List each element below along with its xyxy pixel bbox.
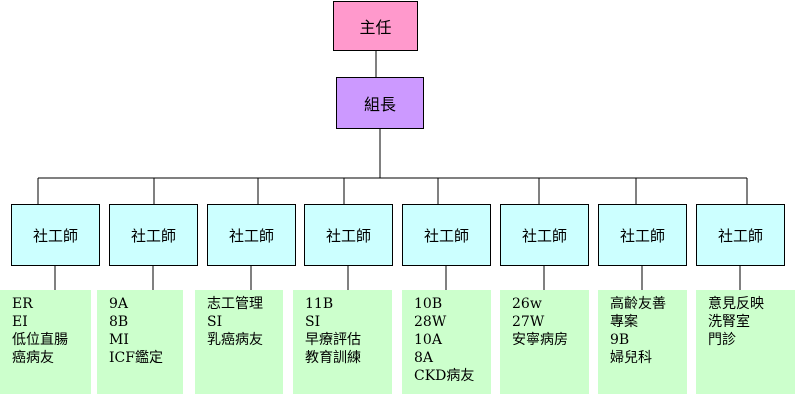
duty-box-4: 11B SI 早療評估教育訓練 xyxy=(293,290,392,394)
social-worker-box-4: 社工師 xyxy=(304,204,393,266)
duty-box-3: 志工管理 SI 乳癌病友 xyxy=(195,290,283,394)
duty-item: 11B xyxy=(305,296,334,312)
duty-item: 9A xyxy=(109,296,129,312)
duty-item: 安寧病房 xyxy=(512,332,568,348)
duty-box-5: 10B 28W 10A 8A CKD病友 xyxy=(402,290,491,394)
duty-item: 8B xyxy=(109,314,129,330)
duty-item: 癌病友 xyxy=(12,350,54,366)
duty-item: 教育訓練 xyxy=(305,350,361,366)
social-worker-label: 社工師 xyxy=(325,226,371,245)
social-worker-label: 社工師 xyxy=(717,226,763,245)
social-worker-box-2: 社工師 xyxy=(109,204,198,266)
duty-item: SI xyxy=(207,314,223,330)
duty-box-6: 26w 27W 安寧病房 xyxy=(500,290,589,394)
duty-box-2: 9A 8B MI ICF鑑定 xyxy=(97,290,183,394)
social-worker-box-5: 社工師 xyxy=(402,204,491,266)
duty-item: 志工管理 xyxy=(207,296,263,312)
duty-item: 乳癌病友 xyxy=(207,332,263,348)
duty-item: MI xyxy=(109,332,129,348)
duty-item: 早療評估 xyxy=(305,332,361,348)
social-worker-label: 社工師 xyxy=(32,226,78,245)
social-worker-box-3: 社工師 xyxy=(207,204,296,266)
duty-item: CKD病友 xyxy=(414,368,475,384)
social-worker-box-1: 社工師 xyxy=(11,204,100,266)
social-worker-label: 社工師 xyxy=(130,226,176,245)
duty-item: 門診 xyxy=(708,332,736,348)
duty-item: EI xyxy=(12,314,28,330)
duty-item: 26w xyxy=(512,296,542,312)
social-worker-box-8: 社工師 xyxy=(696,204,785,266)
duty-item: 8A xyxy=(414,350,434,366)
social-worker-label: 社工師 xyxy=(423,226,469,245)
duty-box-7: 高齡友善專案 9B 婦兒科 xyxy=(598,290,687,394)
duty-item: 婦兒科 xyxy=(610,350,652,366)
team-leader-box: 組長 xyxy=(336,77,424,129)
duty-box-8: 意見反映洗腎室門診 xyxy=(696,290,795,394)
duty-item: SI xyxy=(305,314,321,330)
duty-item: 專案 xyxy=(610,314,638,330)
duty-item: 低位直腸 xyxy=(12,332,68,348)
duty-item: 洗腎室 xyxy=(708,314,750,330)
duty-item: ER xyxy=(12,296,33,312)
duty-box-1: ER EI 低位直腸癌病友 xyxy=(0,290,91,394)
duty-item: 高齡友善 xyxy=(610,296,666,312)
duty-item: 意見反映 xyxy=(708,296,764,312)
duty-item: 10B xyxy=(414,296,443,312)
director-box: 主任 xyxy=(333,1,418,51)
social-worker-label: 社工師 xyxy=(228,226,274,245)
duty-item: 28W xyxy=(414,314,447,330)
team-leader-label: 組長 xyxy=(363,95,396,114)
social-worker-label: 社工師 xyxy=(619,226,665,245)
social-worker-box-7: 社工師 xyxy=(598,204,687,266)
duty-item: ICF鑑定 xyxy=(109,350,163,366)
social-worker-label: 社工師 xyxy=(521,226,567,245)
duty-item: 27W xyxy=(512,314,545,330)
duty-item: 9B xyxy=(610,332,630,348)
social-worker-box-6: 社工師 xyxy=(500,204,589,266)
duty-item: 10A xyxy=(414,332,442,348)
director-label: 主任 xyxy=(359,18,392,37)
